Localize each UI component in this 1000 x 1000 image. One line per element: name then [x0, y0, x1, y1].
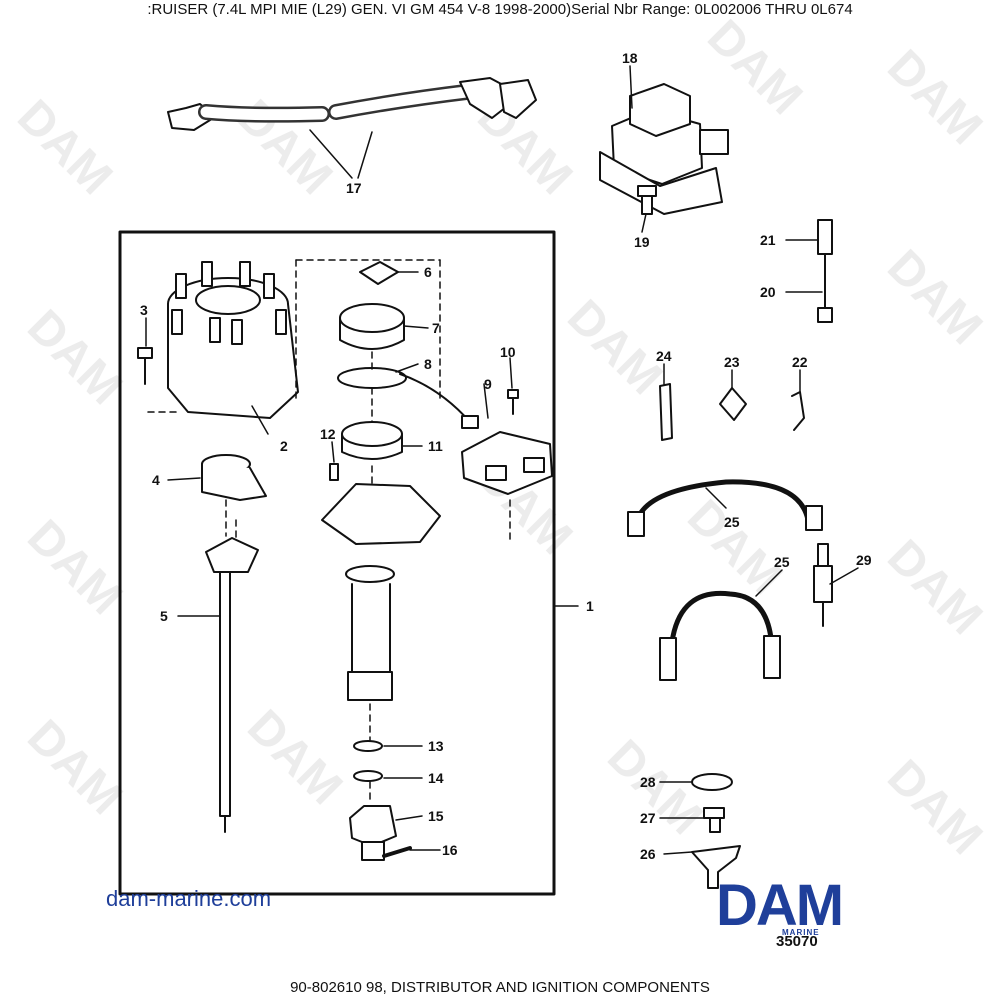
callout-2: 2 — [280, 438, 288, 454]
callout-16: 16 — [442, 842, 458, 858]
spark-plug-wire-drawing-2 — [659, 590, 781, 681]
callout-4: 4 — [152, 472, 160, 488]
callout-24: 24 — [656, 348, 672, 364]
callout-7: 7 — [432, 320, 440, 336]
module-screw-drawing — [507, 389, 519, 415]
shaft-drawing — [205, 537, 259, 833]
seal-ring-drawing — [691, 773, 733, 791]
callout-27: 27 — [640, 810, 656, 826]
pole-piece-drawing — [341, 421, 403, 460]
callout-21: 21 — [760, 232, 776, 248]
ignition-module-drawing — [461, 431, 553, 495]
page-caption: 90-802610 98, DISTRIBUTOR AND IGNITION C… — [290, 979, 710, 996]
callout-14: 14 — [428, 770, 444, 786]
drive-gear-drawing — [349, 805, 397, 861]
callout-17: 17 — [346, 180, 362, 196]
distributor-cap-drawing — [167, 261, 299, 419]
gasket-drawing — [359, 261, 399, 285]
callout-13: 13 — [428, 738, 444, 754]
clamp-bolt-drawing — [703, 807, 725, 833]
clip-drawing — [791, 391, 805, 431]
logo-main-text: DAM — [716, 873, 844, 938]
thrust-washer-drawing — [353, 770, 383, 782]
hold-down-clamp-drawing — [691, 845, 741, 889]
callout-25-lower: 25 — [774, 554, 790, 570]
callout-9: 9 — [484, 376, 492, 392]
callout-5: 5 — [160, 608, 168, 624]
brand-logo: DAM MARINE — [716, 873, 896, 938]
pickup-coil-drawing — [337, 367, 479, 429]
callout-26: 26 — [640, 846, 656, 862]
figure-number: 35070 — [776, 933, 818, 950]
ground-strap-drawing — [817, 219, 833, 323]
callout-19: 19 — [634, 234, 650, 250]
callout-8: 8 — [424, 356, 432, 372]
callout-28: 28 — [640, 774, 656, 790]
distributor-housing-drawing — [321, 483, 441, 701]
callout-15: 15 — [428, 808, 444, 824]
wire-separator-drawing — [659, 383, 673, 441]
callout-20: 20 — [760, 284, 776, 300]
assembly-frame — [118, 230, 556, 896]
spark-plug-drawing — [813, 543, 833, 627]
callout-25-upper: 25 — [724, 514, 740, 530]
callout-10: 10 — [500, 344, 516, 360]
callout-23: 23 — [724, 354, 740, 370]
logo-sub-text: MARINE — [782, 928, 820, 937]
callout-1: 1 — [586, 598, 594, 614]
callout-18: 18 — [622, 50, 638, 66]
coil-bolt-drawing — [637, 185, 657, 215]
callout-3: 3 — [140, 302, 148, 318]
cover-drawing — [339, 303, 405, 350]
cap-screw-drawing — [137, 347, 153, 385]
gear-pin-drawing — [382, 846, 412, 858]
page-title: :RUISER (7.4L MPI MIE (L29) GEN. VI GM 4… — [147, 1, 853, 18]
callout-29: 29 — [856, 552, 872, 568]
callout-6: 6 — [424, 264, 432, 280]
callout-22: 22 — [792, 354, 808, 370]
ignition-coil-drawing — [599, 83, 729, 215]
washer-drawing — [353, 740, 383, 752]
callout-12: 12 — [320, 426, 336, 442]
ignition-harness-drawing — [167, 77, 537, 131]
callout-11: 11 — [428, 438, 443, 454]
site-link[interactable]: dam-marine.com — [106, 886, 272, 911]
rotor-drawing — [201, 454, 267, 501]
roll-pin-drawing — [329, 463, 339, 481]
spark-plug-wire-drawing — [627, 479, 823, 537]
retainer-drawing — [719, 387, 747, 421]
